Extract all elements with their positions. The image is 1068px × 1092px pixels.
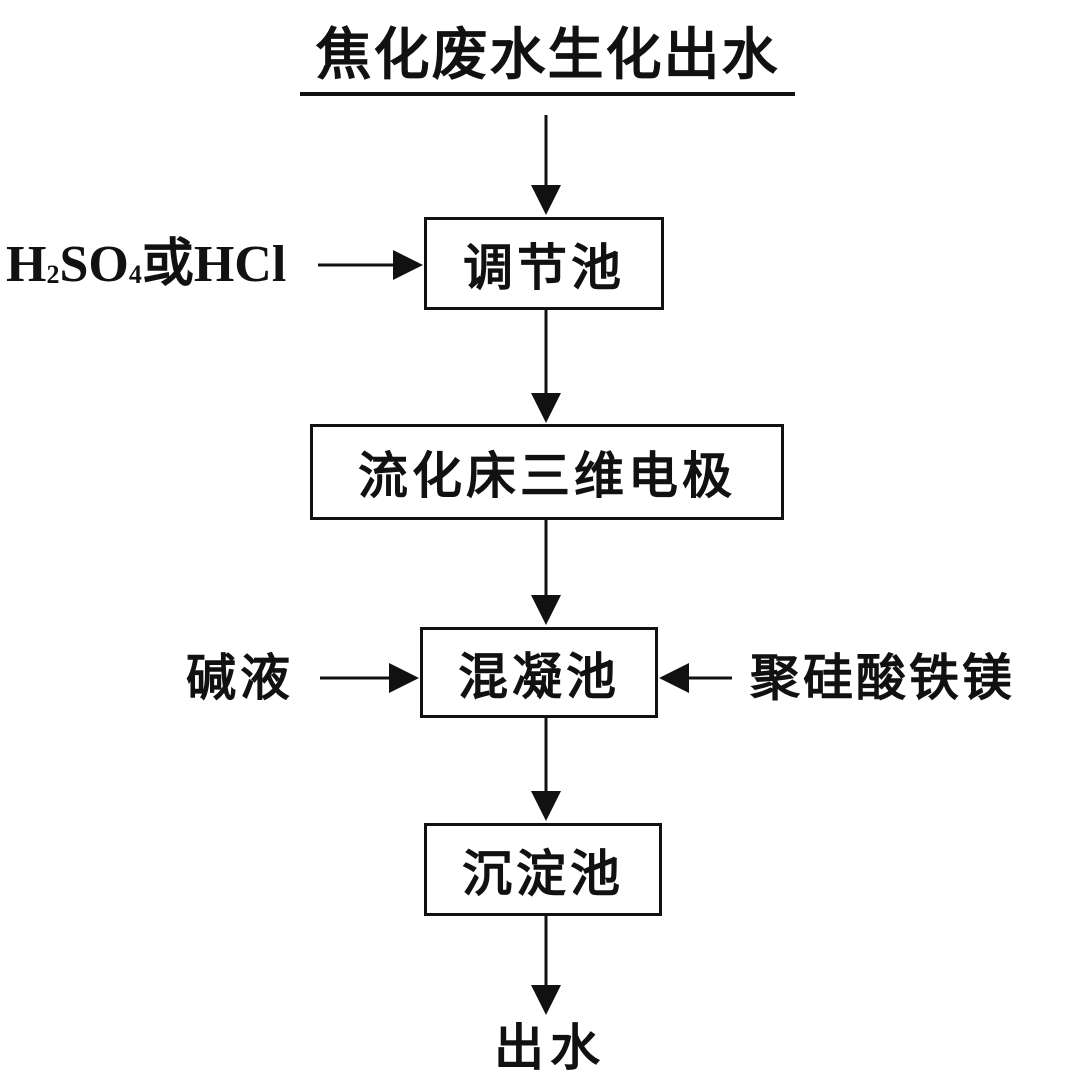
coagulation-tank-label: 混凝池 — [458, 646, 620, 706]
sedimentation-tank-box: 沉淀池 — [424, 823, 662, 916]
alkali-input-label: 碱液 — [186, 648, 294, 707]
regulating-tank-box: 调节池 — [424, 217, 664, 310]
title-underline — [300, 92, 795, 96]
electrode-box: 流化床三维电极 — [310, 424, 784, 520]
sedimentation-tank-label: 沉淀池 — [462, 843, 624, 903]
diagram-title: 焦化废水生化出水 — [315, 22, 780, 88]
acid-input-label: H2SO4或HCl — [6, 236, 287, 293]
coagulation-tank-box: 混凝池 — [420, 627, 658, 718]
outlet-label: 出水 — [494, 1018, 606, 1077]
electrode-label: 流化床三维电极 — [358, 446, 736, 505]
regulating-tank-label: 调节池 — [463, 237, 625, 297]
coagulant-input-label: 聚硅酸铁镁 — [750, 648, 1015, 707]
